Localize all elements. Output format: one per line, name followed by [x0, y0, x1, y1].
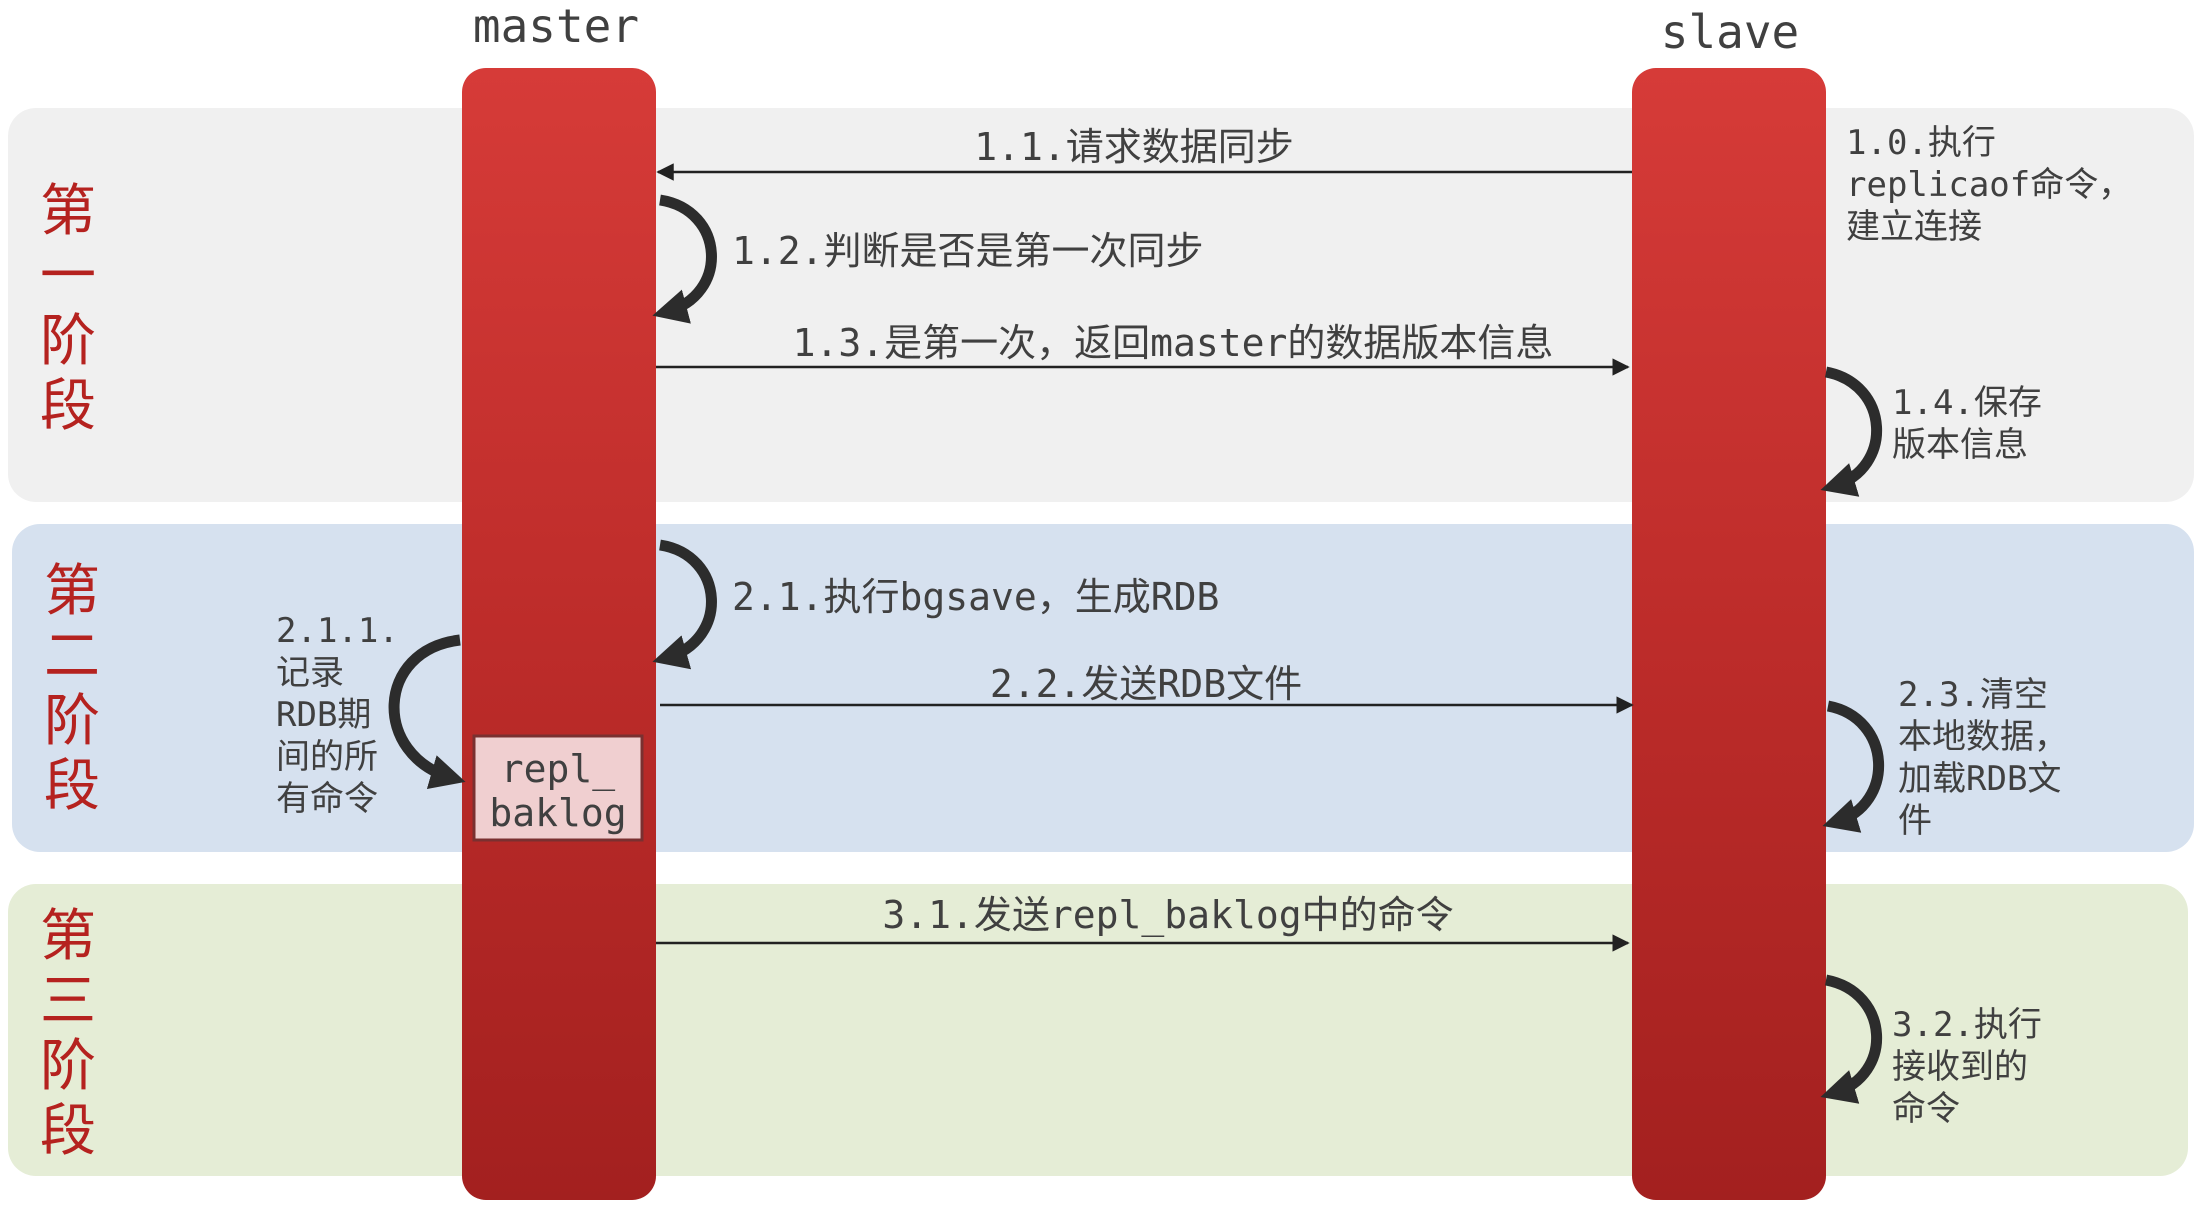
svg-text:本地数据，: 本地数据， [1898, 717, 2068, 757]
svg-text:一: 一 [40, 244, 96, 309]
svg-text:段: 段 [40, 1099, 96, 1164]
svg-text:1.0.执行: 1.0.执行 [1846, 123, 1996, 163]
svg-text:第: 第 [40, 904, 96, 969]
step-2-3-label: 2.3.清空 本地数据， 加载RDB文 件 [1898, 675, 2068, 841]
svg-text:3.2.执行: 3.2.执行 [1892, 1005, 2042, 1045]
step-1-3-label: 1.3.是第一次，返回master的数据版本信息 [793, 321, 1554, 365]
svg-text:建立连接: 建立连接 [1846, 207, 1982, 247]
slave-lifeline [1632, 68, 1826, 1200]
step-1-2-label: 1.2.判断是否是第一次同步 [732, 229, 1204, 273]
svg-text:三: 三 [40, 969, 96, 1034]
stage-1-label: 第 一 阶 段 [40, 179, 96, 439]
svg-text:2.1.1.: 2.1.1. [276, 611, 399, 651]
loop-2-1-1 [388, 634, 466, 790]
master-lifeline [462, 68, 656, 1200]
step-1-1-label: 1.1.请求数据同步 [974, 125, 1294, 169]
svg-text:阶: 阶 [40, 1034, 96, 1099]
step-1-0-label: 1.0.执行 replicaof命令， 建立连接 [1846, 123, 2132, 247]
step-2-1-label: 2.1.执行bgsave，生成RDB [732, 575, 1219, 619]
repl-baklog-buffer: repl_ baklog [472, 734, 644, 842]
step-3-1-label: 3.1.发送repl_baklog中的命令 [882, 893, 1453, 938]
svg-text:阶: 阶 [44, 689, 100, 754]
svg-text:命令: 命令 [1892, 1089, 1960, 1129]
master-header: master [473, 0, 639, 53]
svg-text:件: 件 [1898, 801, 1932, 841]
svg-text:第: 第 [40, 179, 96, 244]
svg-text:replicaof命令，: replicaof命令， [1846, 165, 2132, 205]
loop-3-2 [1820, 974, 1883, 1104]
loop-2-3 [1822, 700, 1885, 833]
loop-1-4 [1820, 366, 1883, 497]
svg-text:baklog: baklog [489, 791, 626, 835]
stage-2-label: 第 二 阶 段 [44, 559, 100, 819]
svg-text:加载RDB文: 加载RDB文 [1898, 759, 2061, 799]
svg-text:第: 第 [44, 559, 100, 624]
svg-text:段: 段 [44, 754, 100, 819]
step-2-1-1-label: 2.1.1. 记录 RDB期 间的所 有命令 [276, 611, 399, 819]
svg-text:间的所: 间的所 [276, 737, 378, 777]
slave-header: slave [1661, 5, 1799, 59]
svg-text:二: 二 [44, 624, 100, 689]
step-1-4-label: 1.4.保存 版本信息 [1892, 383, 2042, 465]
stage-3-label: 第 三 阶 段 [40, 904, 96, 1164]
svg-text:1.4.保存: 1.4.保存 [1892, 383, 2042, 423]
svg-text:记录: 记录 [276, 653, 344, 693]
svg-text:repl_: repl_ [501, 747, 616, 792]
svg-text:RDB期: RDB期 [276, 695, 371, 735]
step-3-2-label: 3.2.执行 接收到的 命令 [1892, 1005, 2042, 1129]
loop-2-1 [652, 539, 717, 670]
svg-text:段: 段 [40, 374, 96, 439]
svg-text:阶: 阶 [40, 309, 96, 374]
svg-text:有命令: 有命令 [276, 779, 378, 819]
loop-1-2 [652, 194, 717, 324]
svg-text:接收到的: 接收到的 [1892, 1047, 2028, 1087]
step-2-2-label: 2.2.发送RDB文件 [990, 662, 1302, 706]
svg-text:版本信息: 版本信息 [1892, 425, 2028, 465]
svg-text:2.3.清空: 2.3.清空 [1898, 675, 2048, 715]
